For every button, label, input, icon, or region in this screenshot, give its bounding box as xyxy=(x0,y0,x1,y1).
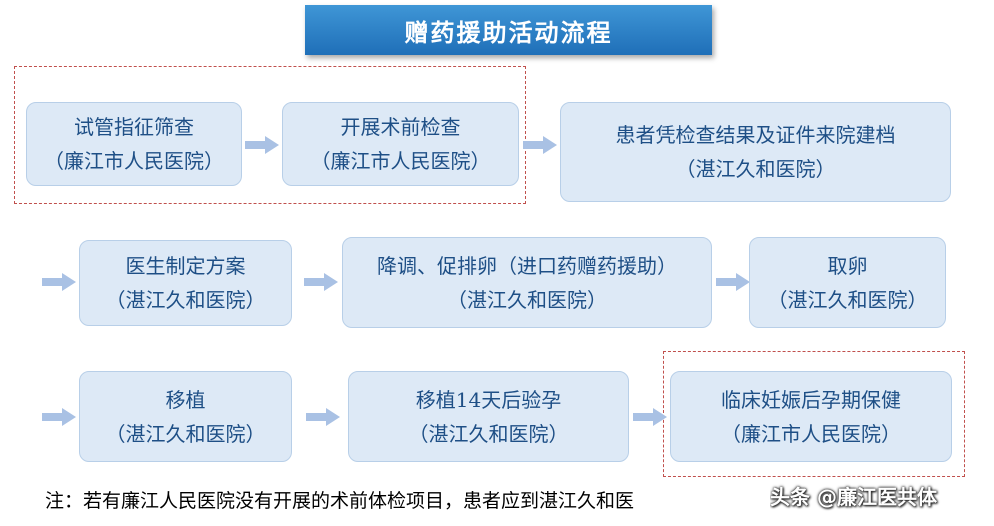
step-3-hospital: （湛江久和医院） xyxy=(675,157,836,181)
step-9-title: 临床妊娠后孕期保健 xyxy=(721,387,901,412)
step-1-title: 试管指征筛查 xyxy=(74,115,194,139)
step-8-title: 移植14天后验孕 xyxy=(415,387,562,412)
step-box-4: 医生制定方案 （湛江久和医院） xyxy=(79,240,292,326)
step-3-title: 患者凭检查结果及证件来院建档 xyxy=(615,123,896,147)
step-6-title: 取卵 xyxy=(827,253,868,278)
page-title: 赠药援助活动流程 xyxy=(305,5,712,55)
arrow-right-icon xyxy=(304,273,338,291)
step-box-6: 取卵 （湛江久和医院） xyxy=(749,237,946,328)
step-box-7: 移植 （湛江久和医院） xyxy=(79,371,292,462)
step-2-title: 开展术前检查 xyxy=(340,115,461,139)
step-5-title: 降调、促排卵（进口药赠药援助） xyxy=(377,253,677,278)
arrow-right-icon xyxy=(42,273,76,291)
arrow-right-icon xyxy=(306,408,340,426)
step-6-hospital: （湛江久和医院） xyxy=(767,287,928,312)
step-8-hospital: （湛江久和医院） xyxy=(408,421,569,446)
arrow-right-icon xyxy=(42,408,76,426)
step-box-9: 临床妊娠后孕期保健 （廉江市人民医院） xyxy=(670,371,952,462)
step-box-5: 降调、促排卵（进口药赠药援助） （湛江久和医院） xyxy=(342,237,712,328)
arrow-right-icon xyxy=(245,136,279,154)
step-box-3: 患者凭检查结果及证件来院建档 （湛江久和医院） xyxy=(560,102,951,202)
step-7-hospital: （湛江久和医院） xyxy=(105,421,266,446)
step-box-8: 移植14天后验孕 （湛江久和医院） xyxy=(348,371,629,462)
step-7-title: 移植 xyxy=(165,387,206,412)
step-4-title: 医生制定方案 xyxy=(125,254,246,278)
dashed-group-lianjiang-post xyxy=(663,351,965,477)
arrow-right-icon xyxy=(716,273,750,291)
step-9-hospital: （廉江市人民医院） xyxy=(721,421,901,446)
step-1-hospital: （廉江市人民医院） xyxy=(44,149,224,173)
dashed-group-lianjiang-pre xyxy=(14,66,526,204)
watermark: 头条 @廉江医共体 xyxy=(770,485,937,509)
step-4-hospital: （湛江久和医院） xyxy=(105,288,266,312)
arrow-right-icon xyxy=(633,408,667,426)
arrow-right-icon xyxy=(523,136,557,154)
step-2-hospital: （廉江市人民医院） xyxy=(310,149,491,173)
footnote: 注：若有廉江人民医院没有开展的术前体检项目，患者应到湛江久和医 xyxy=(45,490,635,512)
step-5-hospital: （湛江久和医院） xyxy=(447,287,607,312)
step-box-1: 试管指征筛查 （廉江市人民医院） xyxy=(26,102,242,186)
step-box-2: 开展术前检查 （廉江市人民医院） xyxy=(282,102,519,186)
